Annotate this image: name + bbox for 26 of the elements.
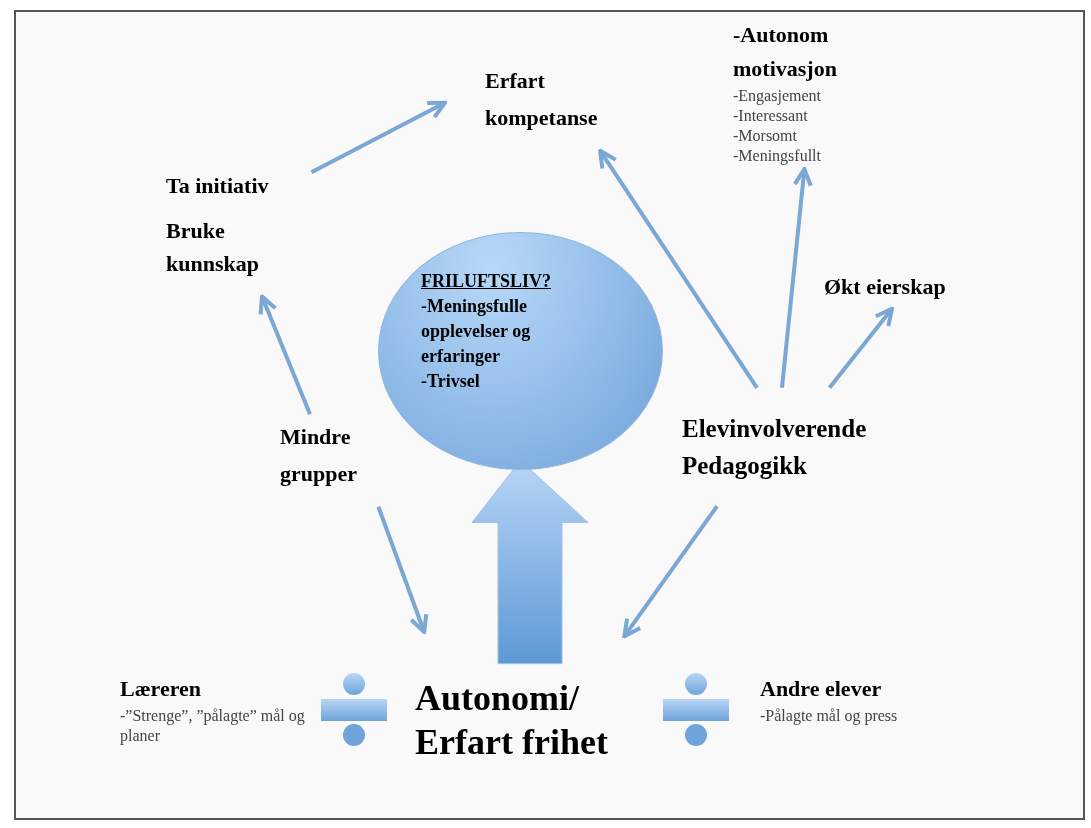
node-heading: -Autonom motivasjon: [733, 21, 838, 83]
node-text: -Engasjement: [733, 86, 822, 106]
arrow: [780, 166, 813, 388]
node-text: -Meningsfullt: [733, 146, 822, 166]
node-heading: Ta initiativ: [166, 172, 270, 200]
node-heading: Erfart kompetanse: [485, 67, 599, 132]
node-text: -Morsomt: [733, 126, 798, 146]
node-text: -Pålagte mål og press: [760, 706, 899, 726]
node-heading: Autonomi/ Erfart frihet: [415, 677, 609, 764]
arrow: [310, 100, 447, 174]
node-text: -Trivsel: [421, 370, 481, 393]
arrow: [598, 148, 759, 389]
arrow: [258, 294, 312, 416]
node-heading: FRILUFTSLIV?: [421, 270, 553, 293]
arrow: [376, 506, 429, 634]
node-text: Bruke kunnskap: [166, 217, 260, 278]
node-text: -”Strenge”, ”pålagte” mål og planer: [120, 706, 306, 746]
node-text: -Meningsfulle opplevelser og erfaringer: [421, 295, 532, 368]
arrow: [827, 306, 894, 390]
node-heading: Andre elever: [760, 675, 883, 703]
node-text: -Interessant: [733, 106, 809, 126]
arrow: [622, 505, 719, 639]
node-heading: Økt eierskap: [824, 273, 947, 301]
node-heading: Mindre grupper: [280, 423, 358, 488]
node-heading: Elevinvolverende Pedagogikk: [682, 414, 868, 481]
node-heading: Læreren: [120, 675, 203, 703]
